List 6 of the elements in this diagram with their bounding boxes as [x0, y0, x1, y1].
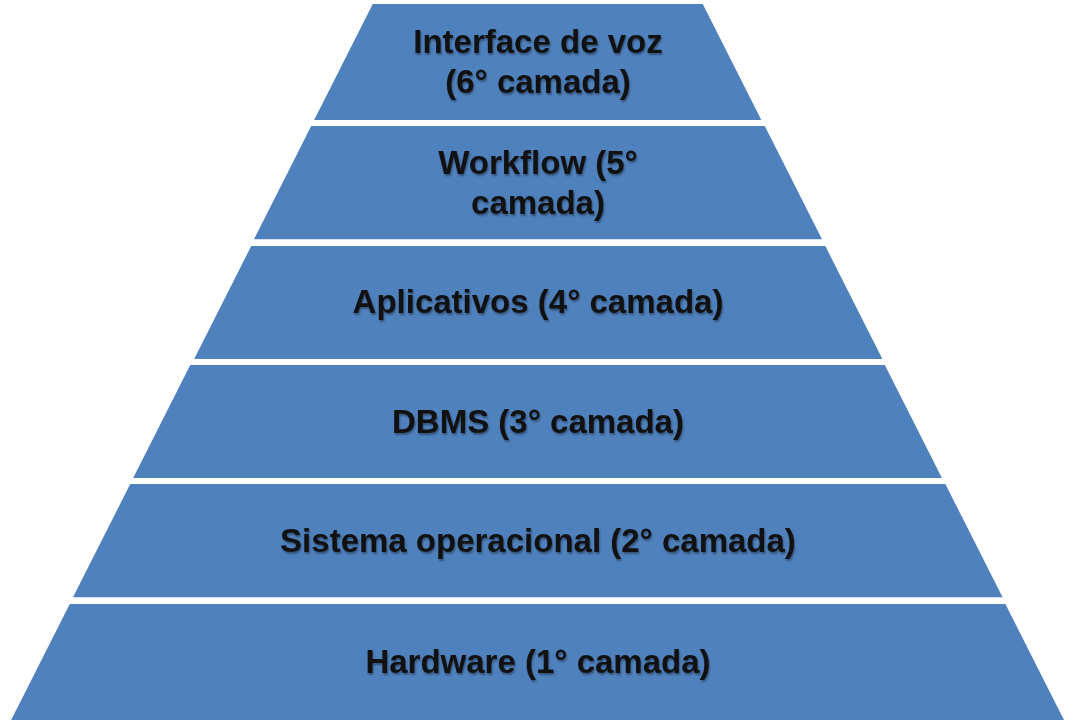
layer-label: Hardware (1° camada) — [365, 641, 711, 682]
layer-label: Aplicativos (4° camada) — [352, 282, 724, 323]
layer-label: DBMS (3° camada) — [392, 401, 684, 442]
layer-label: Interface de voz (6° camada) — [412, 22, 664, 103]
layer-label: Workflow (5° camada) — [438, 143, 638, 223]
layer-label: Sistema operacional (2° camada) — [280, 521, 796, 561]
